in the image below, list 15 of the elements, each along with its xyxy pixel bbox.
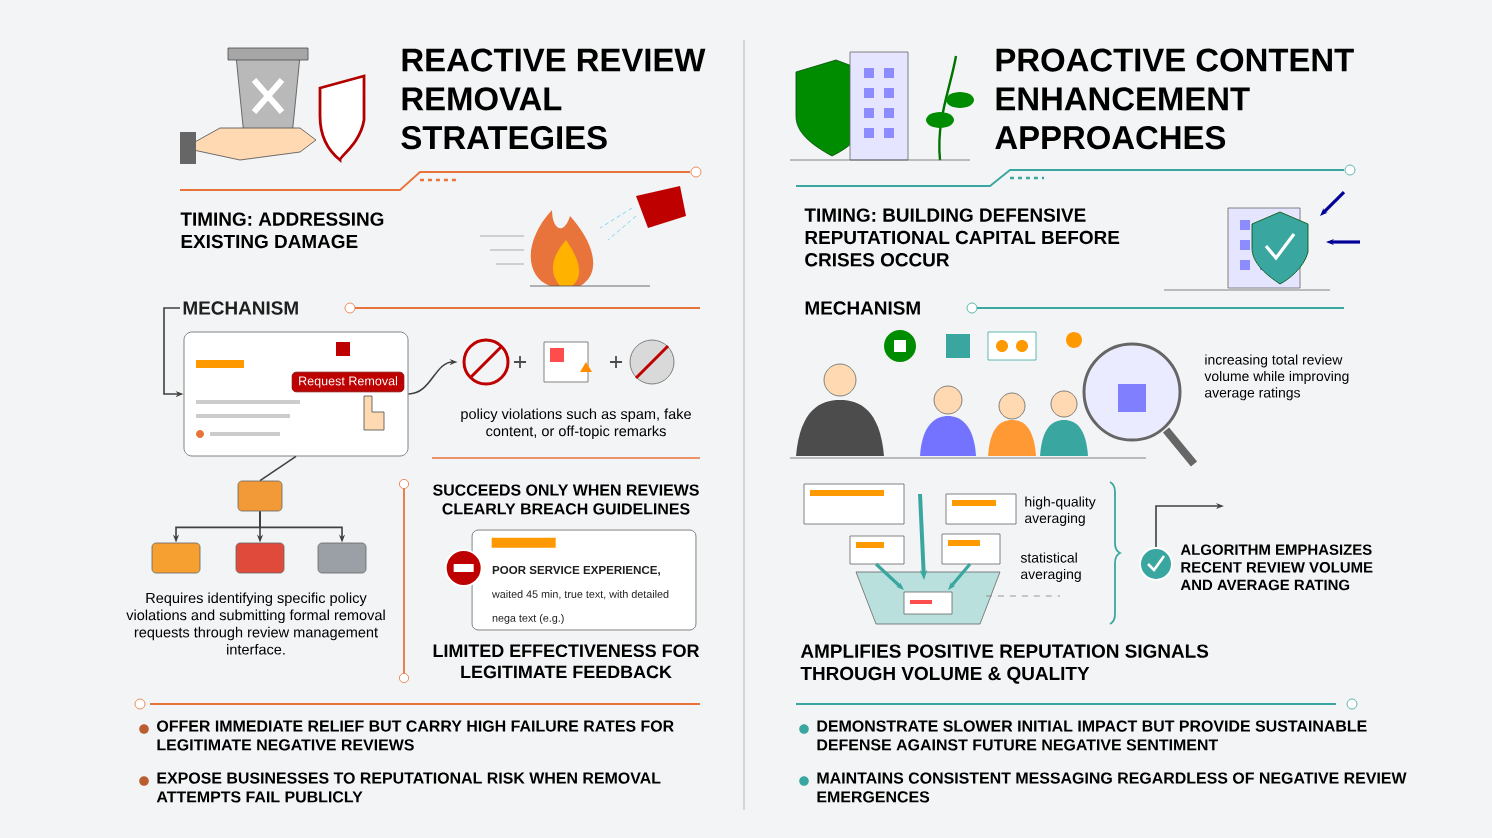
flow-box [151, 542, 201, 574]
summary-heading: AMPLIFIES POSITIVE REPUTATION SIGNALS THROUGH VOLUME & QUALITY [800, 644, 1209, 684]
flow-box [237, 480, 283, 512]
policy-icons-drawing [462, 338, 675, 386]
section-title: REACTIVE REVIEW REMOVAL STRATEGIES [401, 48, 706, 150]
section-title: PROACTIVE CONTENT ENHANCEMENT APPROACHES [995, 48, 1354, 150]
timing-heading: TIMING: BUILDING DEFENSIVE REPUTATIONAL CAPITAL BEFORE CRISES OCCUR [804, 208, 1120, 267]
section-heading: MECHANISM [183, 301, 298, 315]
check-icon [1139, 547, 1173, 581]
flow-box [317, 542, 367, 574]
flow-box [235, 542, 285, 574]
connector-line [259, 455, 297, 482]
section-heading: MECHANISM [805, 301, 920, 315]
timing-heading: TIMING: ADDRESSING EXISTING DAMAGE [180, 212, 384, 249]
review-card [183, 331, 409, 457]
